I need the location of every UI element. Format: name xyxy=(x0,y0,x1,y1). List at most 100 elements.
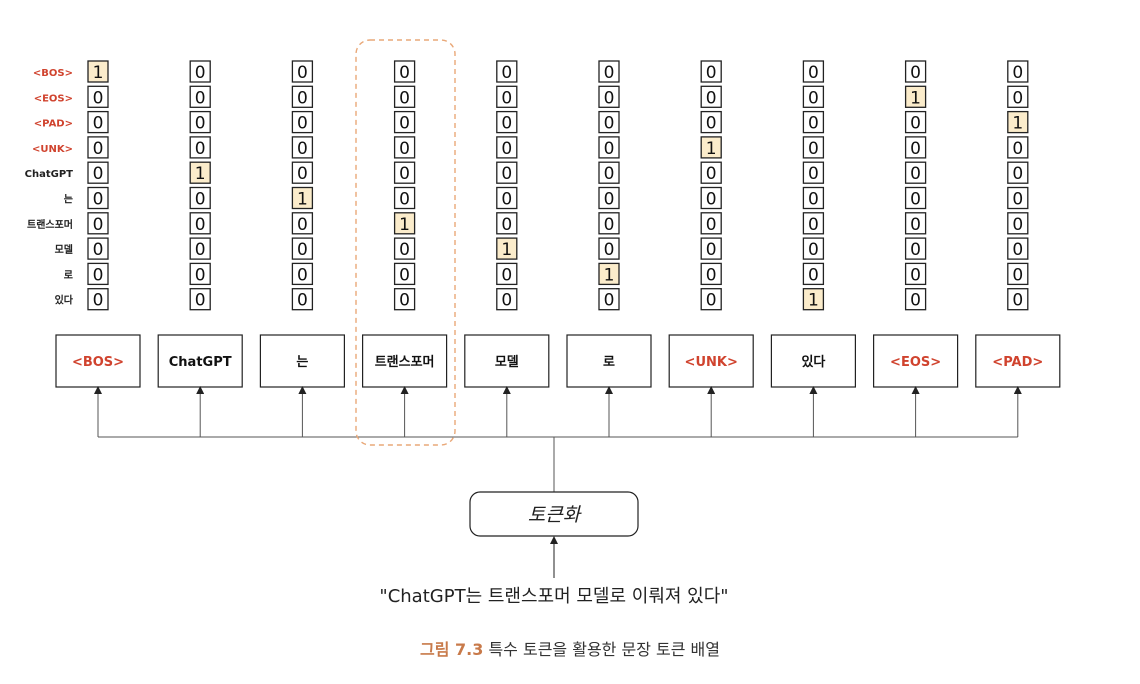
onehot-value: 0 xyxy=(501,164,512,184)
onehot-cell xyxy=(598,161,620,184)
onehot-cell xyxy=(802,60,825,83)
onehot-value: 0 xyxy=(910,240,921,260)
token-label: ChatGPT xyxy=(169,355,232,370)
onehot-value: 0 xyxy=(399,88,410,108)
onehot-value: 0 xyxy=(910,291,921,311)
onehot-cell xyxy=(904,212,927,235)
onehot-cell xyxy=(700,262,722,286)
onehot-cell xyxy=(87,186,109,210)
onehot-cell xyxy=(496,110,518,134)
onehot-value: 0 xyxy=(604,164,615,184)
onehot-value: 0 xyxy=(297,63,308,83)
onehot-value: 0 xyxy=(297,265,308,285)
onehot-value: 0 xyxy=(706,114,717,134)
onehot-value: 0 xyxy=(808,63,819,83)
onehot-value: 0 xyxy=(910,114,921,134)
onehot-cell xyxy=(291,60,314,83)
onehot-value: 0 xyxy=(910,190,921,210)
onehot-value: 0 xyxy=(1012,265,1023,285)
onehot-cell xyxy=(700,136,722,159)
onehot-cell xyxy=(904,161,927,184)
onehot-value: 1 xyxy=(93,63,104,83)
onehot-cell xyxy=(496,161,518,184)
onehot-value: 0 xyxy=(808,114,819,134)
onehot-cell xyxy=(393,161,416,184)
onehot-value: 0 xyxy=(399,114,410,134)
onehot-value: 0 xyxy=(93,88,104,108)
onehot-value: 1 xyxy=(501,240,512,260)
onehot-value: 0 xyxy=(706,63,717,83)
onehot-cell xyxy=(1007,262,1029,286)
onehot-cell xyxy=(1007,110,1029,134)
onehot-value: 0 xyxy=(195,265,206,285)
onehot-cell xyxy=(700,212,722,235)
onehot-value: 0 xyxy=(808,88,819,108)
onehot-value: 0 xyxy=(604,215,615,235)
onehot-cell xyxy=(904,60,927,83)
token-label: <EOS> xyxy=(890,355,941,370)
onehot-value: 1 xyxy=(808,291,819,311)
onehot-value: 0 xyxy=(297,215,308,235)
onehot-cell xyxy=(904,85,927,108)
onehot-value: 0 xyxy=(297,291,308,311)
onehot-cell xyxy=(1007,237,1029,260)
vocab-label: 있다 xyxy=(55,294,74,307)
token-box: <BOS> xyxy=(55,334,141,388)
onehot-cell xyxy=(496,136,518,159)
onehot-value: 0 xyxy=(501,114,512,134)
onehot-cell xyxy=(393,212,416,235)
onehot-value: 0 xyxy=(1012,139,1023,159)
token-box: <EOS> xyxy=(872,334,959,388)
vocab-label: <BOS> xyxy=(33,68,73,79)
token-box: ChatGPT xyxy=(157,334,243,388)
onehot-value: 0 xyxy=(1012,164,1023,184)
token-label: 있다 xyxy=(801,354,825,370)
onehot-value: 1 xyxy=(297,190,308,210)
onehot-value: 0 xyxy=(501,190,512,210)
onehot-value: 0 xyxy=(399,265,410,285)
onehot-cell xyxy=(291,161,314,184)
onehot-value: 0 xyxy=(604,88,615,108)
onehot-value: 0 xyxy=(910,215,921,235)
token-box: 는 xyxy=(259,334,345,388)
onehot-cell xyxy=(802,237,825,260)
onehot-value: 0 xyxy=(399,190,410,210)
onehot-value: 0 xyxy=(808,190,819,210)
tokenizer-box: 토큰화 xyxy=(469,491,639,537)
token-box: 로 xyxy=(566,334,652,388)
token-box: 트랜스포머 xyxy=(362,334,448,388)
onehot-value: 0 xyxy=(604,291,615,311)
onehot-cell xyxy=(291,136,314,159)
onehot-cell xyxy=(802,212,825,235)
onehot-cell xyxy=(598,262,620,286)
onehot-cell xyxy=(700,288,722,311)
onehot-cell xyxy=(496,237,518,260)
onehot-value: 0 xyxy=(93,139,104,159)
onehot-value: 0 xyxy=(93,215,104,235)
onehot-cell xyxy=(598,60,620,83)
onehot-cell xyxy=(496,262,518,286)
onehot-value: 0 xyxy=(93,265,104,285)
onehot-value: 0 xyxy=(604,63,615,83)
onehot-cell xyxy=(904,262,927,286)
onehot-value: 0 xyxy=(195,139,206,159)
onehot-cell xyxy=(393,262,416,286)
onehot-cell xyxy=(700,85,722,108)
onehot-value: 0 xyxy=(604,139,615,159)
onehot-value: 0 xyxy=(910,139,921,159)
onehot-value: 0 xyxy=(501,265,512,285)
onehot-cell xyxy=(1007,212,1029,235)
onehot-value: 0 xyxy=(1012,215,1023,235)
onehot-value: 0 xyxy=(195,88,206,108)
onehot-cell xyxy=(291,85,314,108)
tokenizer-label: 토큰화 xyxy=(528,504,582,526)
onehot-cell xyxy=(700,60,722,83)
onehot-cell xyxy=(291,262,314,286)
